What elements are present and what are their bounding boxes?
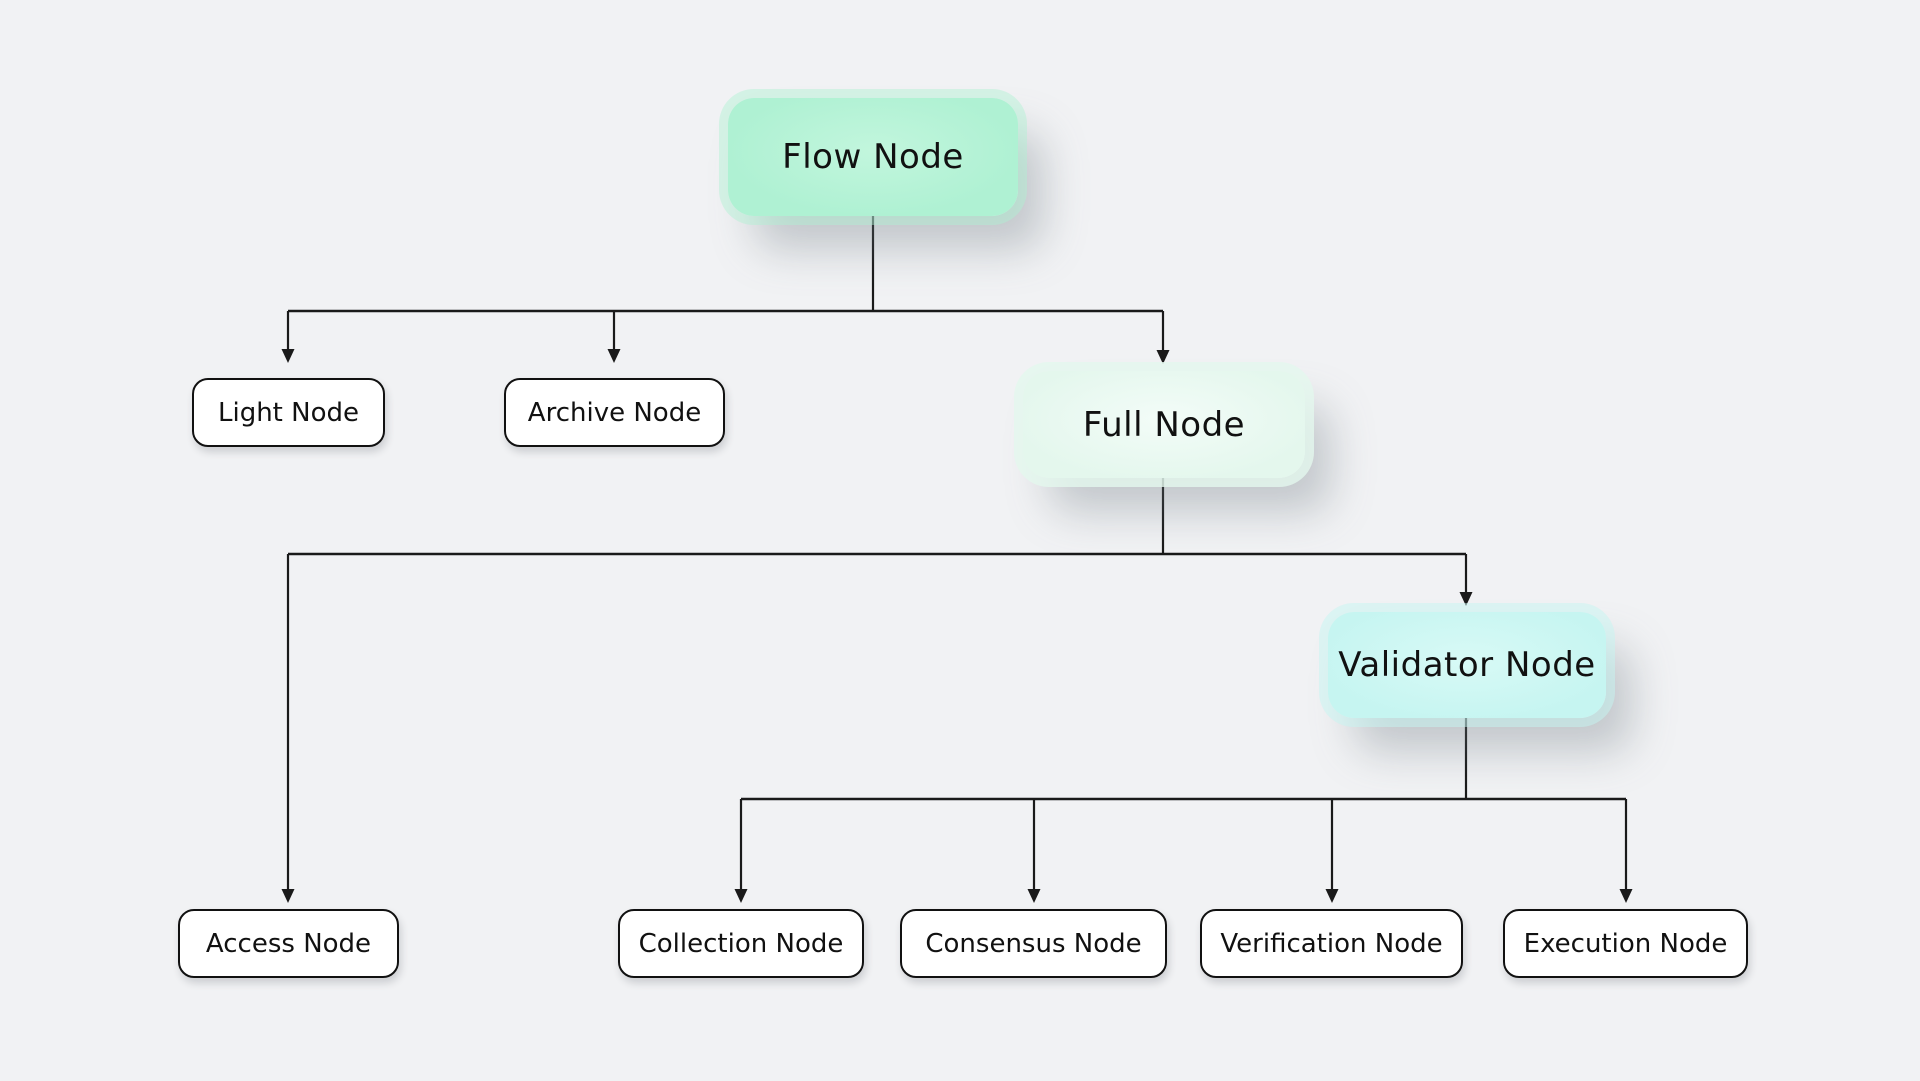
arrowhead-light xyxy=(281,349,295,363)
node-access-label: Access Node xyxy=(205,928,372,959)
node-consensus: Consensus Node xyxy=(900,909,1167,978)
node-flow: Flow Node xyxy=(728,98,1018,216)
node-collection-label: Collection Node xyxy=(638,928,844,959)
node-flow-label: Flow Node xyxy=(782,137,964,177)
node-light-label: Light Node xyxy=(217,397,359,428)
arrowhead-archive xyxy=(607,349,621,363)
node-full-label: Full Node xyxy=(1082,404,1246,445)
node-light: Light Node xyxy=(192,378,385,447)
node-execution-label: Execution Node xyxy=(1523,928,1728,959)
node-collection: Collection Node xyxy=(618,909,864,978)
node-consensus-label: Consensus Node xyxy=(925,928,1142,959)
node-archive: Archive Node xyxy=(504,378,725,447)
arrowhead-collection xyxy=(734,889,748,903)
node-access: Access Node xyxy=(178,909,399,978)
node-full: Full Node xyxy=(1023,371,1305,478)
node-validator-label: Validator Node xyxy=(1338,645,1596,685)
arrowhead-execution xyxy=(1619,889,1633,903)
arrowhead-validator xyxy=(1459,592,1473,606)
arrowhead-full xyxy=(1156,350,1170,364)
arrowhead-access xyxy=(281,889,295,903)
node-verification: Verification Node xyxy=(1200,909,1463,978)
arrowhead-consensus xyxy=(1027,889,1041,903)
node-verification-label: Verification Node xyxy=(1220,928,1443,959)
node-archive-label: Archive Node xyxy=(527,397,702,428)
arrowhead-verification xyxy=(1325,889,1339,903)
node-validator: Validator Node xyxy=(1328,612,1606,718)
node-execution: Execution Node xyxy=(1503,909,1748,978)
